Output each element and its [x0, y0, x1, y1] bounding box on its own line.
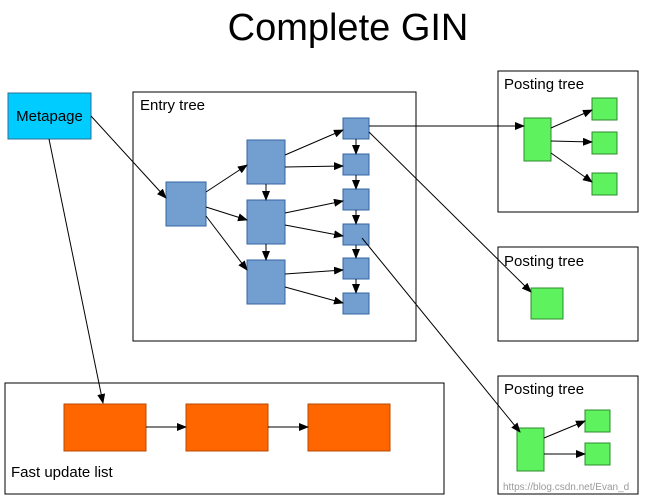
posting-root-node-1 — [523, 117, 552, 162]
edge-root-internal-3 — [205, 215, 248, 271]
posting-tree-box-2 — [497, 246, 639, 342]
edge-internal-1-leaf-1 — [284, 129, 344, 156]
entry-internal-node-1 — [246, 139, 286, 185]
posting-tree-box-1 — [497, 70, 639, 213]
posting-tree-label-3: Posting tree — [504, 381, 584, 398]
posting-root-node-3 — [516, 427, 545, 472]
posting-single-node-2 — [530, 287, 564, 320]
edge-root-internal-1 — [205, 164, 248, 193]
posting-tree-label-2: Posting tree — [504, 253, 584, 270]
watermark-text: https://blog.csdn.net/Evan_d — [503, 482, 629, 493]
edge-internal-1-leaf-2 — [284, 162, 344, 171]
entry-leaf-node-1 — [342, 117, 370, 140]
entry-internal-node-3 — [246, 259, 286, 305]
posting-leaf-node-3a — [584, 409, 611, 433]
metapage-label: Metapage — [16, 108, 83, 125]
entry-internal-node-2 — [246, 199, 286, 245]
entry-tree-nodes — [165, 117, 370, 315]
entry-leaf-node-2 — [342, 153, 370, 176]
edge-leaf-to-posting-tree-2 — [368, 131, 532, 293]
fast-update-list-label: Fast update list — [11, 464, 114, 481]
edge-posting-3-a — [543, 420, 586, 439]
posting-tree-box-3 — [497, 375, 639, 495]
entry-leaf-node-5 — [342, 257, 370, 280]
posting-tree-nodes — [516, 97, 618, 472]
edge-posting-1-a — [550, 109, 593, 129]
entry-leaf-node-6 — [342, 292, 370, 315]
fast-update-node-2 — [185, 403, 269, 452]
entry-tree-box — [132, 91, 417, 342]
posting-leaf-node-3b — [584, 442, 611, 466]
diagram-title: Complete GIN — [228, 7, 469, 49]
entry-leaf-node-3 — [342, 188, 370, 211]
edge-internal-2-leaf-3 — [284, 198, 344, 214]
edge-leaf-to-posting-tree-3 — [361, 237, 521, 433]
edge-metapage-to-entry-root — [90, 115, 167, 199]
posting-leaf-node-1a — [591, 97, 618, 121]
entry-tree-label: Entry tree — [140, 97, 205, 114]
fast-update-list-box — [4, 382, 445, 495]
posting-leaf-node-1c — [591, 172, 618, 196]
fast-update-nodes — [63, 403, 391, 452]
edge-internal-3-leaf-6 — [284, 286, 344, 305]
entry-root-node — [165, 181, 207, 227]
edge-metapage-to-fast-update — [48, 138, 106, 404]
fast-update-node-3 — [307, 403, 391, 452]
posting-tree-label-1: Posting tree — [504, 76, 584, 93]
edge-internal-2-leaf-4 — [284, 224, 344, 239]
edge-posting-1-c — [550, 152, 593, 183]
edge-internal-3-leaf-5 — [284, 266, 344, 275]
edges — [48, 109, 593, 458]
posting-leaf-node-1b — [591, 131, 618, 155]
edge-posting-1-b — [550, 137, 593, 146]
fast-update-node-1 — [63, 403, 147, 452]
edge-root-internal-2 — [205, 206, 248, 222]
